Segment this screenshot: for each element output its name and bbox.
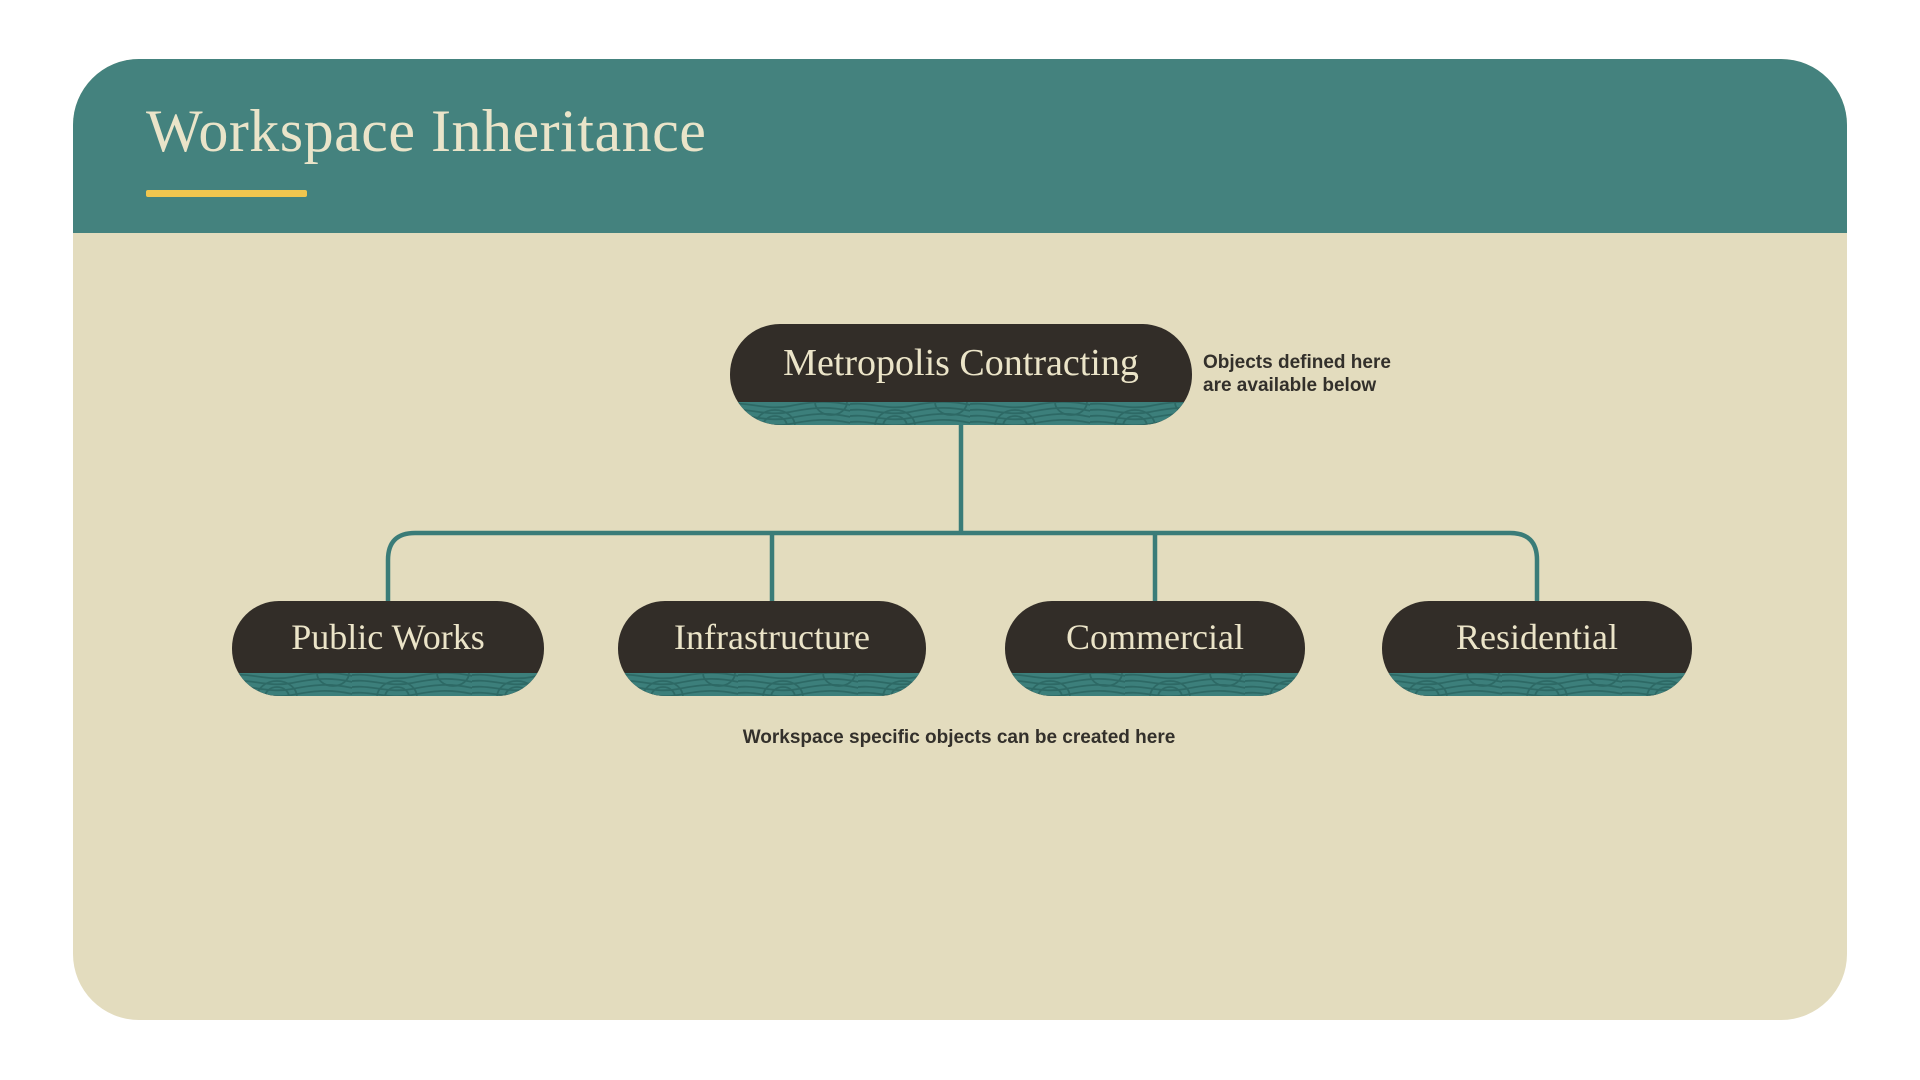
wood-grain-texture — [1382, 673, 1692, 696]
tree-node-public-works: Public Works — [232, 601, 544, 696]
children-annotation: Workspace specific objects can be create… — [742, 727, 1176, 748]
page-title: Workspace Inheritance — [146, 98, 707, 164]
wood-grain-texture — [232, 673, 544, 696]
wood-grain-texture — [1005, 673, 1305, 696]
wood-grain-texture — [618, 673, 926, 696]
slide-header: Workspace Inheritance — [73, 59, 1847, 233]
tree-node-commercial: Commercial — [1005, 601, 1305, 696]
tree-node-root-label: Metropolis Contracting — [783, 342, 1139, 384]
title-underline-accent — [146, 190, 307, 197]
tree-connector-lines — [385, 419, 1540, 604]
tree-node-residential: Residential — [1382, 601, 1692, 696]
root-annotation: Objects defined here are available below — [1203, 351, 1391, 397]
tree-node-label: Infrastructure — [674, 617, 870, 657]
root-annotation-line2: are available below — [1203, 375, 1377, 396]
tree-node-label: Commercial — [1066, 617, 1244, 657]
wood-grain-texture — [730, 402, 1192, 425]
tree-node-infrastructure: Infrastructure — [618, 601, 926, 696]
tree-node-label: Residential — [1456, 617, 1618, 657]
root-annotation-line1: Objects defined here — [1203, 352, 1391, 373]
slide-card: Workspace Inheritance Metropolis Contrac… — [73, 59, 1847, 1020]
tree-node-label: Public Works — [291, 617, 485, 657]
tree-node-root: Metropolis Contracting — [730, 324, 1192, 425]
